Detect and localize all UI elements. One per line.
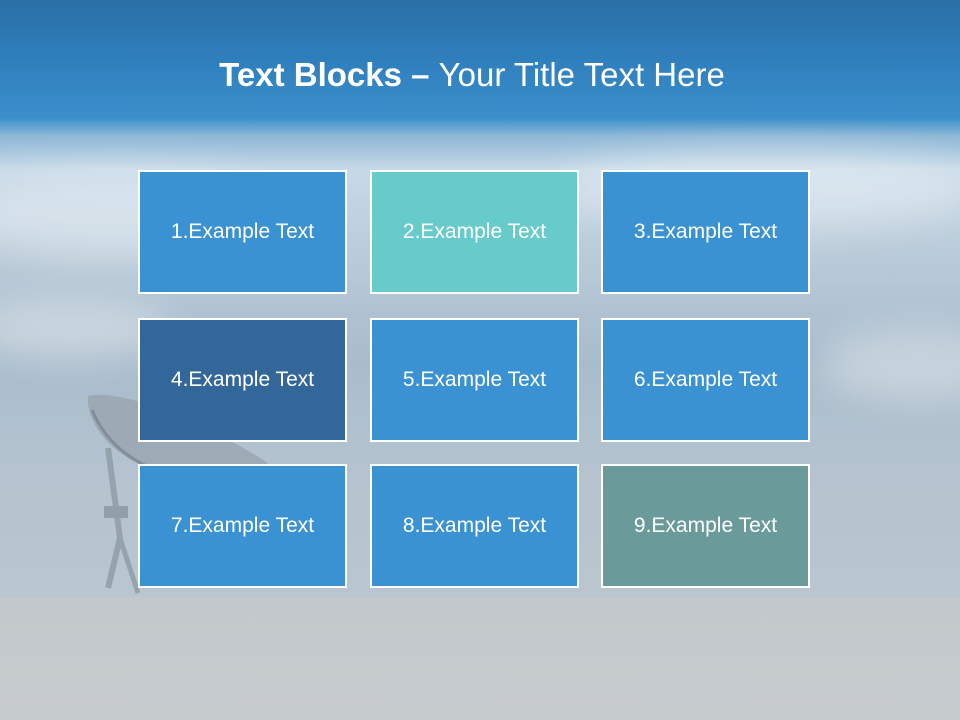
text-block-6[interactable]: 6.Example Text — [601, 318, 810, 442]
text-block-7[interactable]: 7.Example Text — [138, 464, 347, 588]
text-block-1[interactable]: 1.Example Text — [138, 170, 347, 294]
ground-band — [0, 597, 960, 720]
text-block-grid: 1.Example Text 2.Example Text 3.Example … — [138, 170, 816, 594]
cloud — [820, 330, 960, 400]
title-bold: Text Blocks — [219, 56, 402, 93]
text-block-5[interactable]: 5.Example Text — [370, 318, 579, 442]
text-block-4[interactable]: 4.Example Text — [138, 318, 347, 442]
title-rest: Your Title Text Here — [438, 56, 725, 93]
text-block-3[interactable]: 3.Example Text — [601, 170, 810, 294]
text-block-8[interactable]: 8.Example Text — [370, 464, 579, 588]
text-block-9[interactable]: 9.Example Text — [601, 464, 810, 588]
title-dash: – — [401, 56, 439, 93]
text-block-2[interactable]: 2.Example Text — [370, 170, 579, 294]
slide-title: Text Blocks – Your Title Text Here — [0, 50, 944, 100]
